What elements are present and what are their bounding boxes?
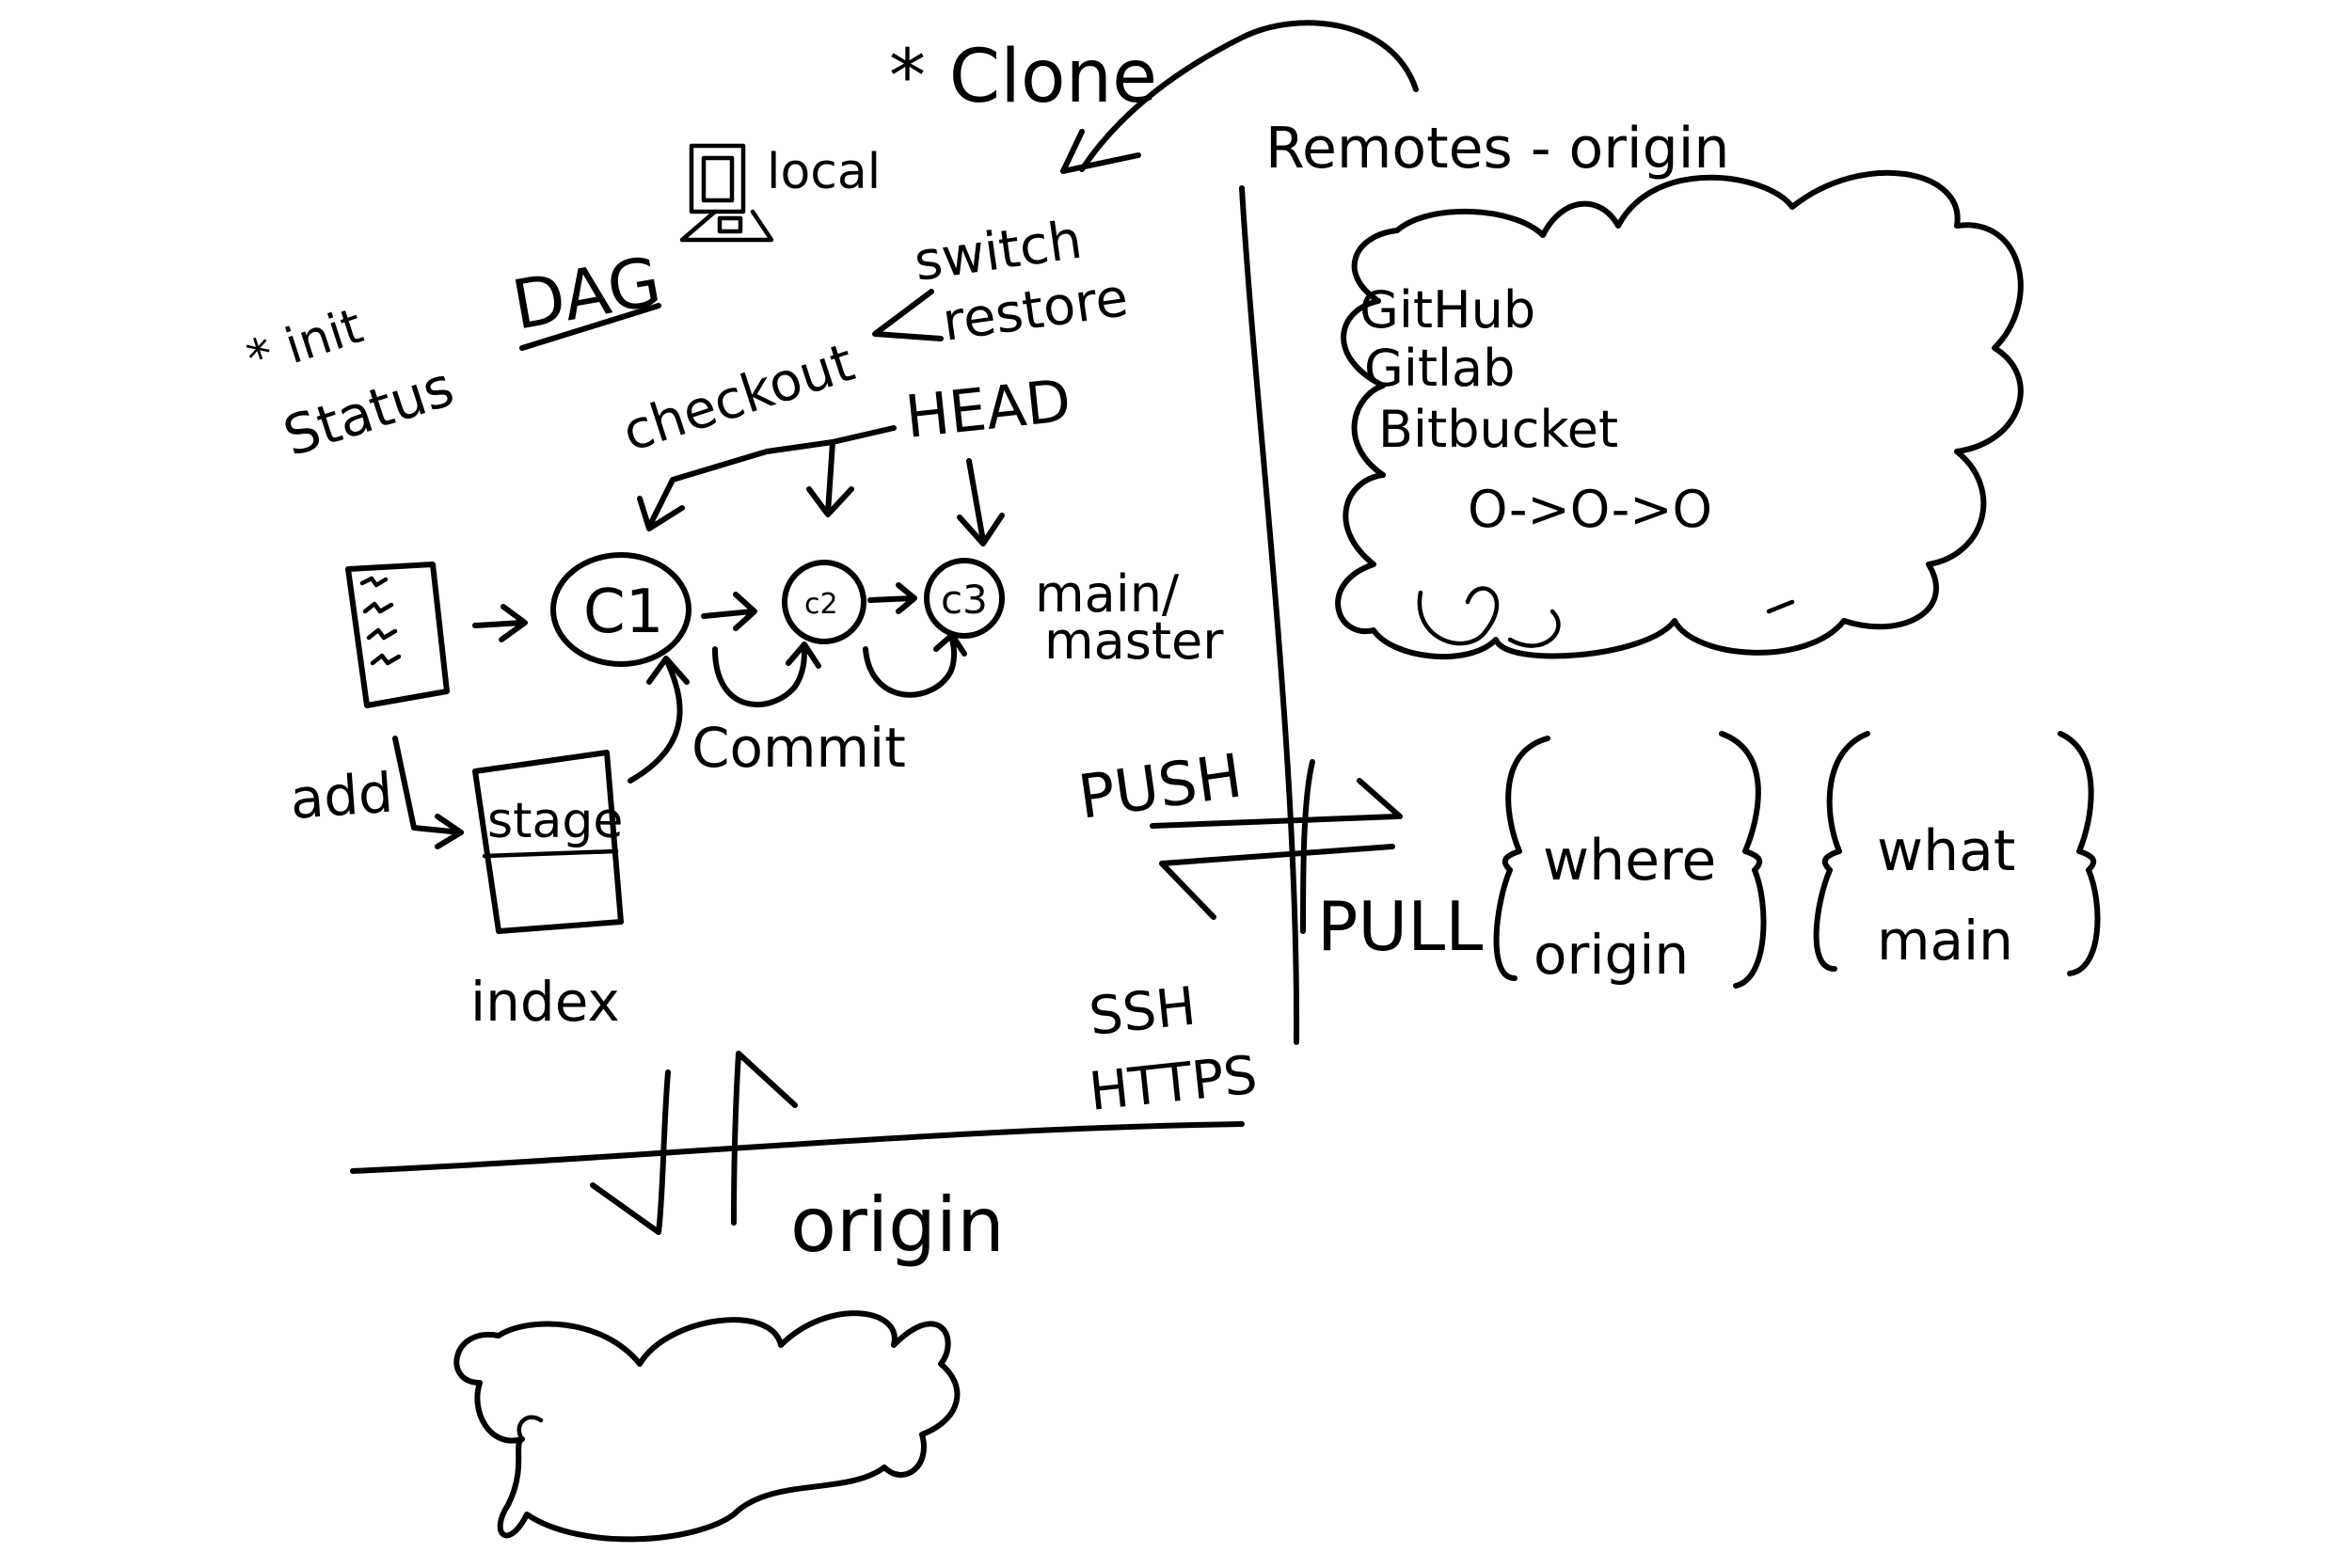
ssh-label: SSH xyxy=(1087,975,1199,1047)
bottom-cloud xyxy=(453,1310,961,1543)
what-label: what xyxy=(1877,818,2015,884)
init-label: * init xyxy=(240,298,369,388)
stage-label: stage xyxy=(487,793,623,849)
commit-c2-label: c2 xyxy=(804,588,838,621)
clone-arrowhead xyxy=(1060,129,1141,174)
c2-to-c3-arrow xyxy=(867,582,917,614)
local-label: local xyxy=(767,144,881,200)
clone-arrow xyxy=(1079,20,1419,172)
c1-to-c2-arrow xyxy=(701,592,757,631)
branch-label-line2: master xyxy=(1044,611,1224,671)
checkout-alias-mark xyxy=(872,289,944,341)
what-close-brace xyxy=(2058,731,2101,976)
commit-c3-node xyxy=(924,558,1005,639)
commit-loop-c1-c2 xyxy=(712,646,807,707)
head-label: HEAD xyxy=(902,366,1074,451)
push-pull-cross xyxy=(1300,759,1315,934)
branch-label-line1: main/ xyxy=(1035,564,1180,624)
vertical-divider xyxy=(1239,185,1300,1045)
add-arrow xyxy=(392,736,464,835)
pull-arrow xyxy=(1159,844,1395,920)
commit-c1-label: C1 xyxy=(583,578,663,647)
clone-label: * Clone xyxy=(889,35,1157,119)
commit-label: Commit xyxy=(691,716,906,780)
push-arrow xyxy=(1150,778,1403,829)
host-bitbucket: Bitbucket xyxy=(1378,400,1618,459)
commit-c3-label: c3 xyxy=(941,577,988,623)
remote-commit-chain: O->O->O xyxy=(1468,480,1712,539)
bottom-pull-arrow xyxy=(590,1069,671,1235)
remote-cloud xyxy=(1335,169,2024,660)
https-label: HTTPS xyxy=(1087,1045,1261,1123)
where-close-brace xyxy=(1719,731,1767,989)
where-label: where xyxy=(1543,828,1716,894)
add-label: add xyxy=(288,761,395,832)
files-to-c1-arrow xyxy=(472,604,528,642)
commit-loop-c2-c3 xyxy=(863,637,958,698)
remotes-label: Remotes - origin xyxy=(1265,116,1729,182)
what-value: main xyxy=(1877,909,2013,973)
stage-box xyxy=(472,750,624,934)
dag-underline xyxy=(519,303,661,351)
bottom-push-arrow xyxy=(731,1051,798,1226)
stage-to-c1-commit-arrow xyxy=(628,660,683,784)
horizontal-divider xyxy=(350,1121,1245,1174)
pull-label: PULL xyxy=(1317,887,1483,966)
where-open-brace xyxy=(1493,736,1550,981)
commit-c1-node xyxy=(550,552,691,667)
host-gitlab: Gitlab xyxy=(1364,339,1515,398)
stage-divider xyxy=(482,848,619,859)
origin-bottom-label: origin xyxy=(790,1181,1005,1269)
working-files-icon xyxy=(345,562,450,708)
head-bracket xyxy=(646,425,897,530)
push-label: PUSH xyxy=(1074,741,1247,833)
what-open-brace xyxy=(1813,731,1870,972)
computer-icon xyxy=(679,143,774,243)
commit-c2-node xyxy=(782,560,866,644)
index-label: index xyxy=(470,970,620,1034)
where-value: origin xyxy=(1534,923,1689,987)
host-github: GitHub xyxy=(1359,280,1535,340)
